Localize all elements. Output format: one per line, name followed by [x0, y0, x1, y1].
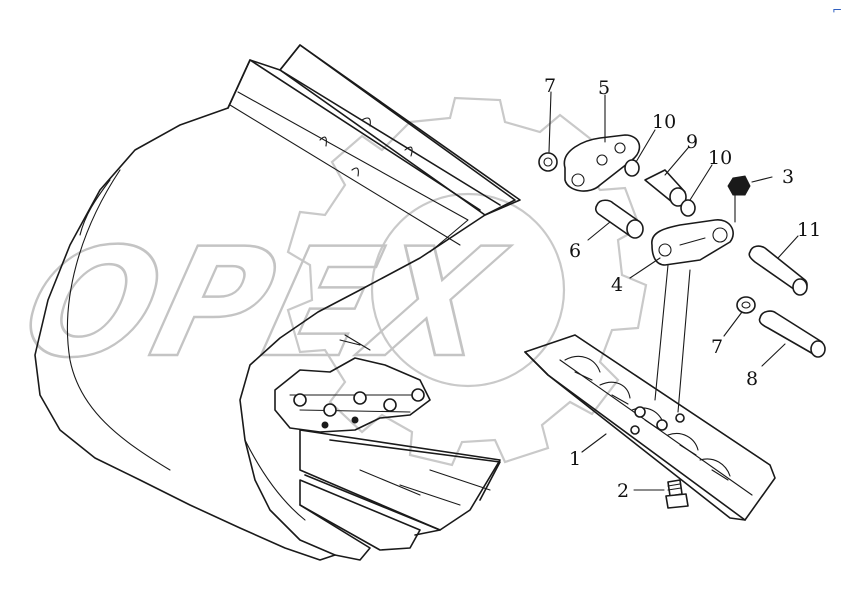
callout-7-top: 7: [544, 75, 556, 97]
part-7-washer-lower: [736, 296, 756, 314]
part-1-chain-channel: [524, 334, 776, 521]
installed-chain: [274, 334, 431, 433]
leader-lines: [548, 91, 799, 491]
part-3-nut: [727, 175, 751, 196]
part-4-link-plate: [651, 219, 734, 266]
callout-5: 5: [598, 77, 610, 99]
callout-6: 6: [569, 240, 581, 262]
callout-labels: 7 5 10 9 10 3 6 11 4 7 8 1 2: [544, 75, 821, 502]
part-8-long-pin: [758, 310, 826, 358]
callout-10-upper: 10: [652, 111, 676, 133]
callout-8: 8: [746, 368, 758, 390]
callout-9: 9: [686, 131, 698, 153]
bucket-body: [34, 44, 521, 561]
part-5-connecting-plate: [563, 134, 641, 192]
part-9-bushing: [644, 169, 687, 207]
callout-4: 4: [611, 274, 623, 296]
watermark: OPEX: [6, 96, 648, 467]
callout-1: 1: [569, 448, 581, 470]
bucket-teeth: [299, 429, 501, 561]
callout-7-lower: 7: [711, 336, 723, 358]
part-2-bolt: [665, 479, 689, 509]
watermark-text: OPEX: [8, 216, 519, 390]
corner-mark: ⌐: [832, 3, 842, 17]
callout-10-lower: 10: [708, 147, 732, 169]
part-11-pin: [748, 245, 808, 296]
part-7-washer-top: [538, 152, 558, 172]
part-10-washer-upper: [624, 159, 640, 177]
part-6-pin: [594, 199, 644, 239]
callout-2: 2: [617, 480, 629, 502]
callout-11: 11: [797, 219, 821, 241]
part-10-washer-lower: [680, 199, 696, 217]
callout-3: 3: [782, 166, 794, 188]
